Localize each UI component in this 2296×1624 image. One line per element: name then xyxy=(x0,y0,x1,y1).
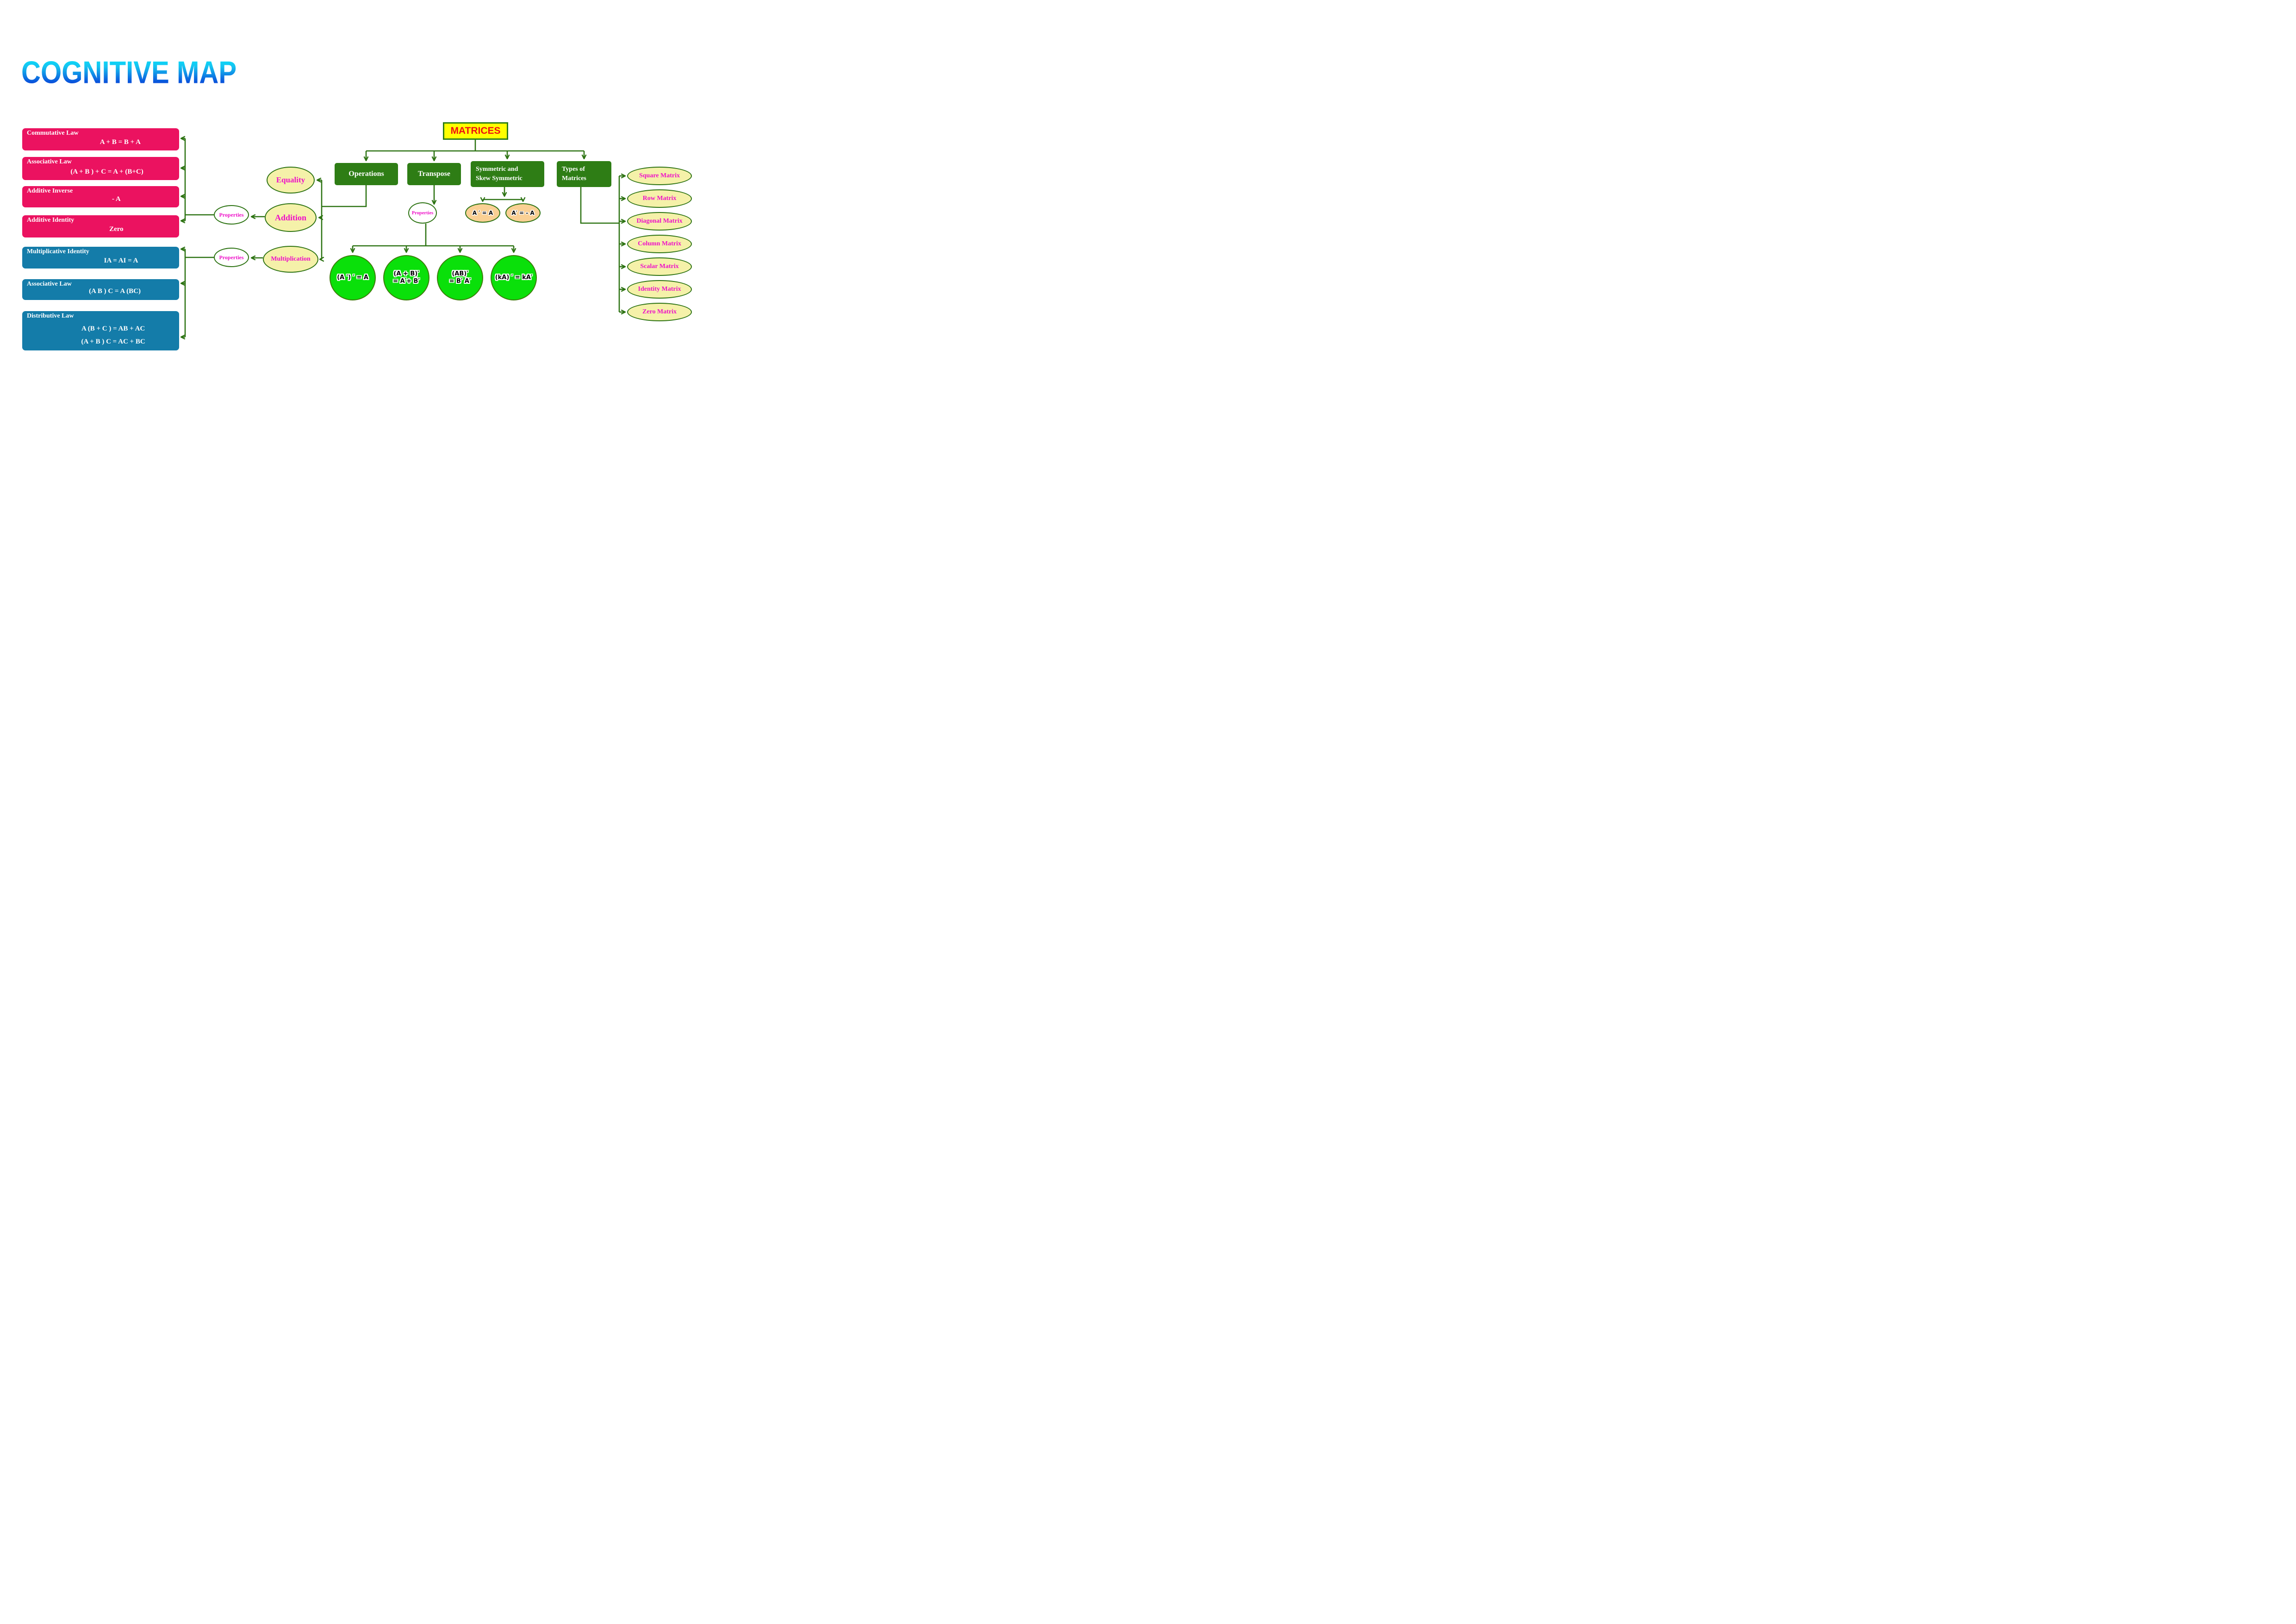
rule-line1: A ′ = A xyxy=(472,210,493,216)
matrix-type-label: Square Matrix xyxy=(639,172,680,179)
matrix-type-label: Identity Matrix xyxy=(638,286,681,293)
transpose-label: Transpose xyxy=(418,170,450,178)
matrix-type-column: Column Matrix xyxy=(627,235,692,253)
symmetric-skew-node: Symmetric and Skew Symmetric xyxy=(471,161,544,187)
law-title: Multiplicative Identity xyxy=(27,248,89,255)
multiplication-properties-node: Properties xyxy=(214,248,249,267)
page-title: COGNITIVE MAP xyxy=(21,55,237,90)
associative-law-addition-box: Associative Law (A + B ) + C = A + (B+C) xyxy=(22,157,179,180)
transpose-rule-ellipse-3: (AB)′ = B′ A′ xyxy=(437,255,483,300)
law-formula: A + B = B + A xyxy=(100,138,141,146)
equality-label: Equality xyxy=(276,175,305,184)
law-title: Additive Inverse xyxy=(27,187,73,194)
addition-label: Addition xyxy=(274,212,307,222)
law-title: Additive Identity xyxy=(27,217,75,224)
addition-properties-node: Properties xyxy=(214,205,249,225)
cognitive-map-canvas: COGNITIVE MAP MATRICES Operations Transp… xyxy=(0,0,715,506)
matrix-type-zero: Zero Matrix xyxy=(627,303,692,321)
symmetric-label-line1: Symmetric and xyxy=(476,165,518,173)
transpose-rule-ellipse-1: (A ′) ′ = A xyxy=(330,255,376,300)
multiplication-label: Multiplication xyxy=(271,256,311,262)
types-label-line2: Matrices xyxy=(562,175,586,182)
matrix-type-label: Zero Matrix xyxy=(642,308,677,315)
matrix-type-label: Diagonal Matrix xyxy=(636,218,683,225)
law-title: Commutative Law xyxy=(27,130,79,137)
addition-node: Addition xyxy=(265,203,317,232)
law-formula: IA = AI = A xyxy=(104,257,138,264)
matrix-type-diagonal: Diagonal Matrix xyxy=(627,212,692,231)
symmetric-rule-ellipse: A ′ = A xyxy=(465,203,500,223)
types-of-matrices-node: Types of Matrices xyxy=(557,161,611,187)
distributive-law-box: Distributive Law A (B + C ) = AB + AC (A… xyxy=(22,311,179,350)
operations-label: Operations xyxy=(348,170,384,178)
operations-node: Operations xyxy=(335,163,398,185)
multiplicative-identity-box: Multiplicative Identity IA = AI = A xyxy=(22,247,179,269)
skew-symmetric-rule-ellipse: A′ = - A xyxy=(505,203,541,223)
transpose-node: Transpose xyxy=(407,163,461,185)
equality-node: Equality xyxy=(267,167,315,194)
rule-line1: (A ′) ′ = A xyxy=(337,274,368,281)
rule-line1: (AB)′ xyxy=(452,270,468,277)
commutative-law-box: Commutative Law A + B = B + A xyxy=(22,128,179,150)
matrix-type-identity: Identity Matrix xyxy=(627,280,692,299)
transpose-rule-ellipse-2: (A + B)′ = A′+ B′ xyxy=(383,255,429,300)
rule-line1: (A + B)′ xyxy=(393,270,419,277)
multiplication-node: Multiplication xyxy=(263,246,318,273)
rule-line2: = B′ A′ xyxy=(449,278,471,285)
law-title: Associative Law xyxy=(27,158,72,165)
law-title: Associative Law xyxy=(27,281,72,287)
associative-law-multiplication-box: Associative Law (A B ) C = A (BC) xyxy=(22,279,179,300)
matrix-type-label: Row Matrix xyxy=(642,195,677,202)
rule-line1: (kA) ′ = kA′ xyxy=(495,274,533,281)
properties-label: Properties xyxy=(411,210,434,216)
matrix-type-label: Column Matrix xyxy=(638,240,681,247)
matrix-type-row: Row Matrix xyxy=(627,189,692,208)
transpose-rule-ellipse-4: (kA) ′ = kA′ xyxy=(491,255,537,300)
law-formula: A (B + C ) = AB + AC xyxy=(81,325,145,332)
matrix-type-label: Scalar Matrix xyxy=(640,263,679,270)
additive-inverse-box: Additive Inverse - A xyxy=(22,186,179,207)
symmetric-label-line2: Skew Symmetric xyxy=(476,175,523,182)
law-formula: (A B ) C = A (BC) xyxy=(89,287,141,295)
matrices-root-node: MATRICES xyxy=(443,122,508,140)
law-formula-2: (A + B ) C = AC + BC xyxy=(81,338,145,345)
transpose-properties-node: Properties xyxy=(408,202,437,224)
rule-line2: = A′+ B′ xyxy=(393,278,420,285)
types-label-line1: Types of xyxy=(562,165,585,173)
matrix-type-square: Square Matrix xyxy=(627,167,692,185)
law-formula: Zero xyxy=(109,225,124,233)
law-title: Distributive Law xyxy=(27,312,74,319)
law-formula: (A + B ) + C = A + (B+C) xyxy=(70,168,143,175)
law-formula: - A xyxy=(112,195,121,203)
matrix-type-scalar: Scalar Matrix xyxy=(627,257,692,276)
properties-label: Properties xyxy=(219,211,244,218)
properties-label: Properties xyxy=(219,254,244,261)
additive-identity-box: Additive Identity Zero xyxy=(22,215,179,237)
rule-line1: A′ = - A xyxy=(511,210,535,216)
connector-lines xyxy=(0,0,715,506)
